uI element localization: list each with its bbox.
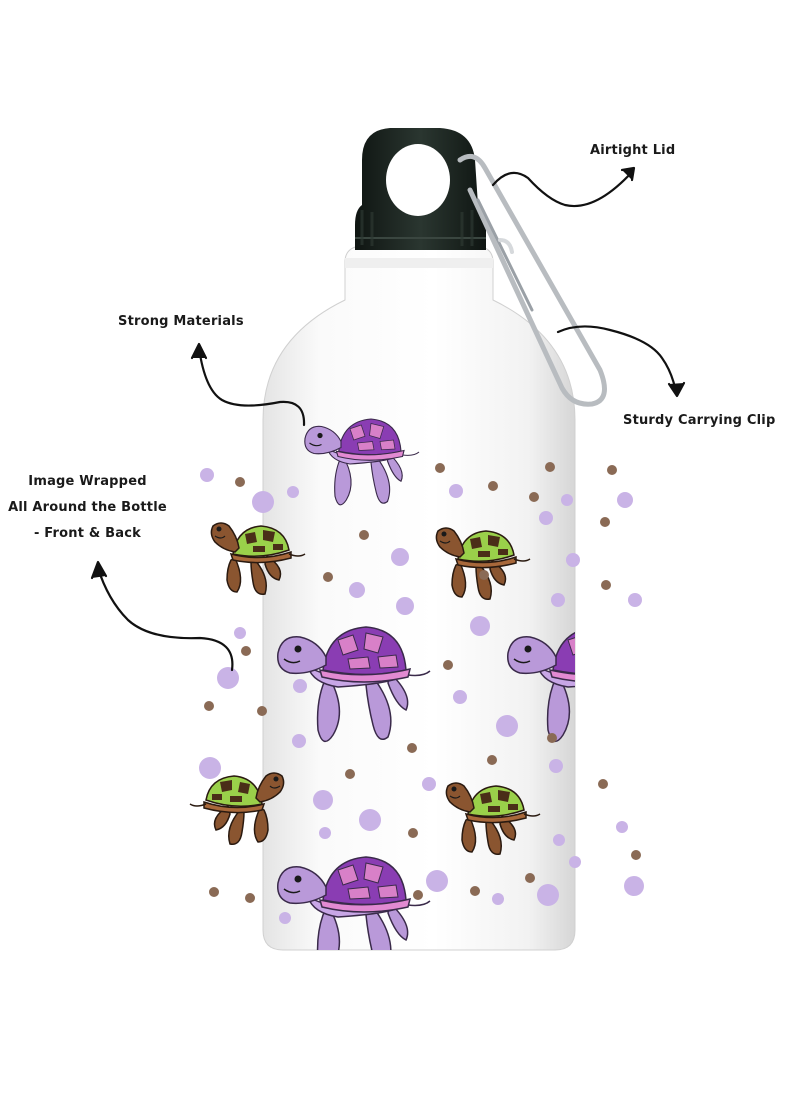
arrow-image-wrapped bbox=[96, 566, 234, 672]
carabiner-clip bbox=[457, 153, 607, 407]
arrow-airtight-lid bbox=[491, 170, 634, 208]
callout-arrows bbox=[90, 166, 686, 672]
bottle-lid bbox=[355, 128, 486, 250]
dot-pattern bbox=[199, 462, 644, 924]
bottle bbox=[262, 245, 576, 951]
arrow-sturdy-clip bbox=[556, 325, 678, 394]
callout-sturdy-carrying-clip: Sturdy Carrying Clip bbox=[623, 413, 776, 428]
callout-strong-materials: Strong Materials bbox=[118, 314, 244, 329]
callout-image-wrapped: Image Wrapped All Around the Bottle - Fr… bbox=[8, 474, 167, 541]
callout-airtight-lid: Airtight Lid bbox=[590, 143, 676, 158]
arrow-strong-materials bbox=[197, 346, 306, 427]
